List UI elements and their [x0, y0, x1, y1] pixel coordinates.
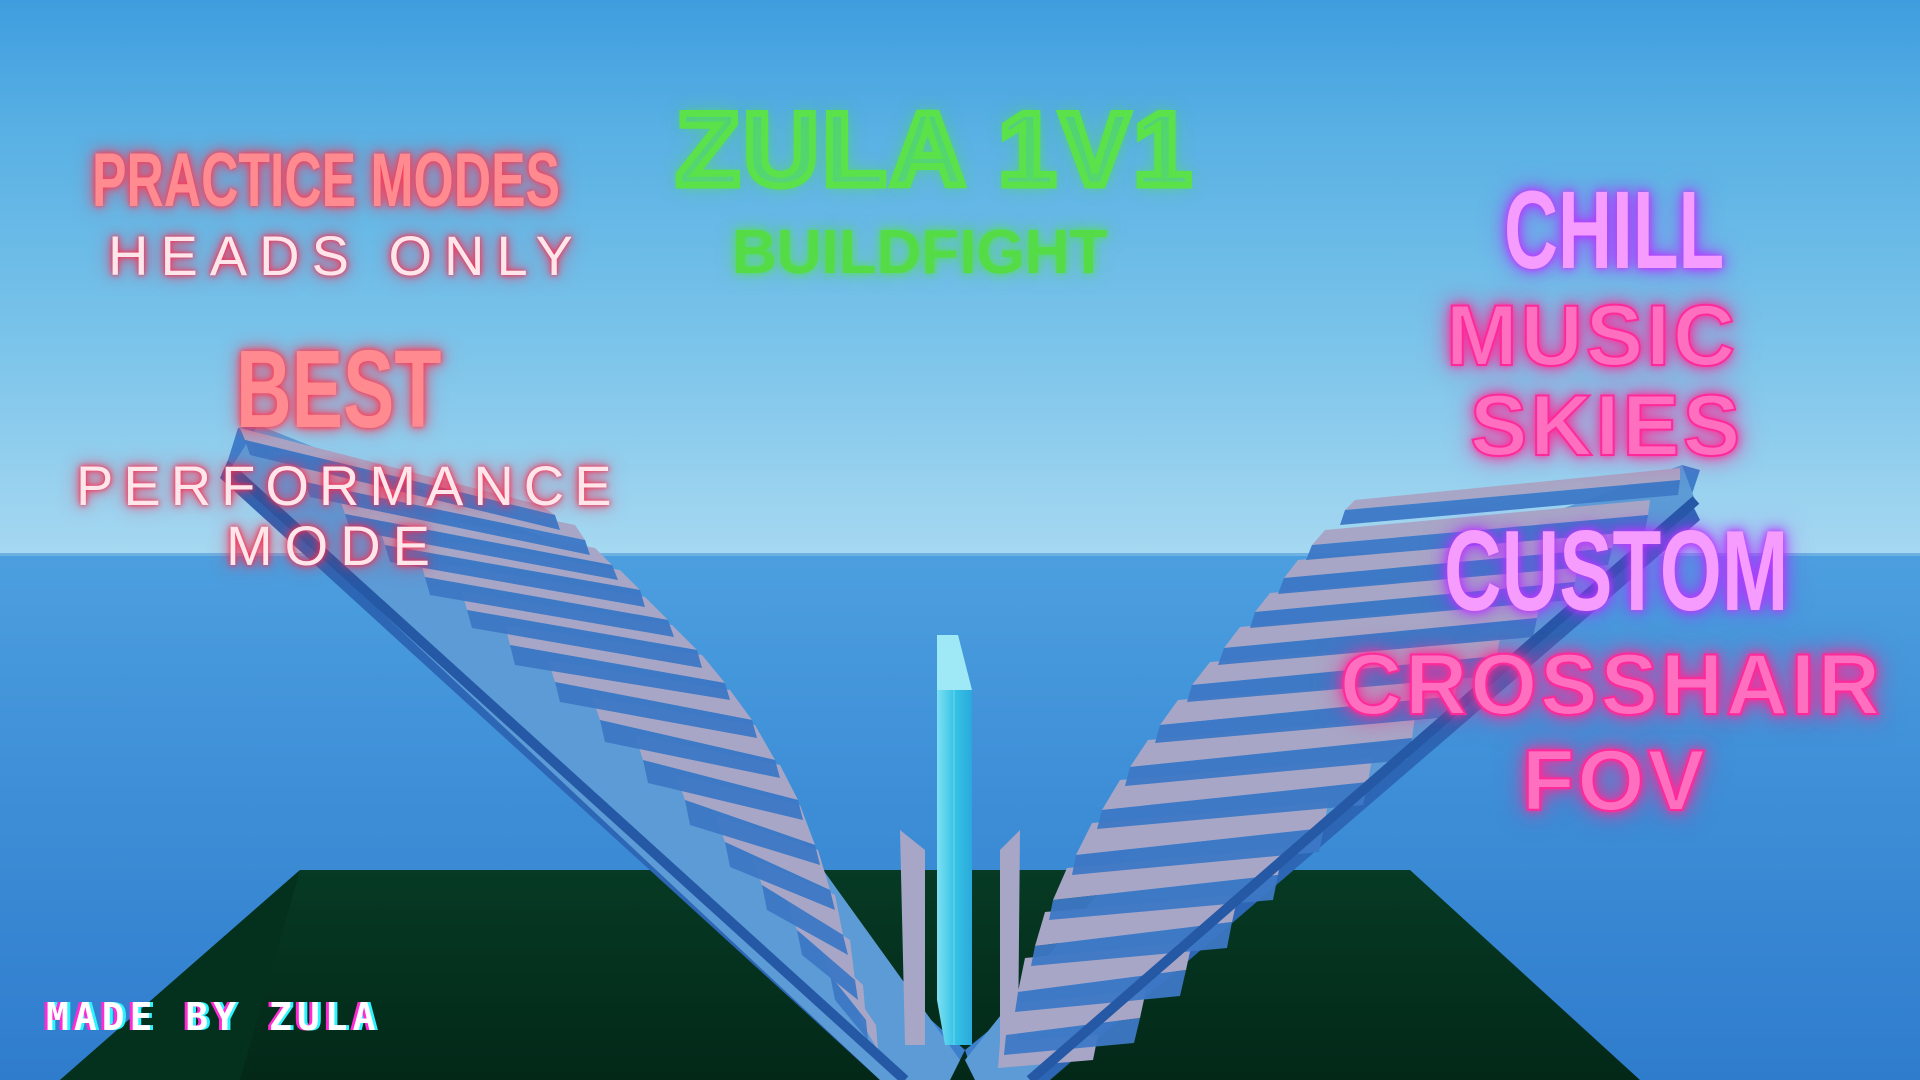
glass-center-wall: [937, 635, 972, 1045]
left-rail: [228, 466, 909, 1080]
music-label: MUSIC: [1445, 288, 1739, 384]
credit-label: MADE BY ZULA: [46, 995, 381, 1039]
best-heading: BEST: [236, 328, 442, 451]
chill-heading: CHILL: [1504, 169, 1725, 292]
performance-label: PERFORMANCE: [76, 454, 622, 517]
mode-label: MODE: [226, 514, 442, 577]
custom-heading: CUSTOM: [1444, 508, 1789, 635]
map-title: ZULA 1V1: [672, 92, 1196, 208]
left-steps: [240, 428, 925, 1050]
horizon-line: [0, 553, 1920, 556]
map-subtitle: BUILDFIGHT: [732, 218, 1108, 287]
fov-label: FOV: [1521, 733, 1708, 829]
right-steps: [998, 468, 1680, 1068]
right-rail: [1026, 496, 1700, 1080]
heads-only-label: HEADS ONLY: [108, 224, 585, 287]
crosshair-label: CROSSHAIR: [1339, 637, 1884, 733]
practice-modes-heading: PRACTICE MODES: [92, 138, 561, 223]
skies-label: SKIES: [1469, 378, 1744, 474]
